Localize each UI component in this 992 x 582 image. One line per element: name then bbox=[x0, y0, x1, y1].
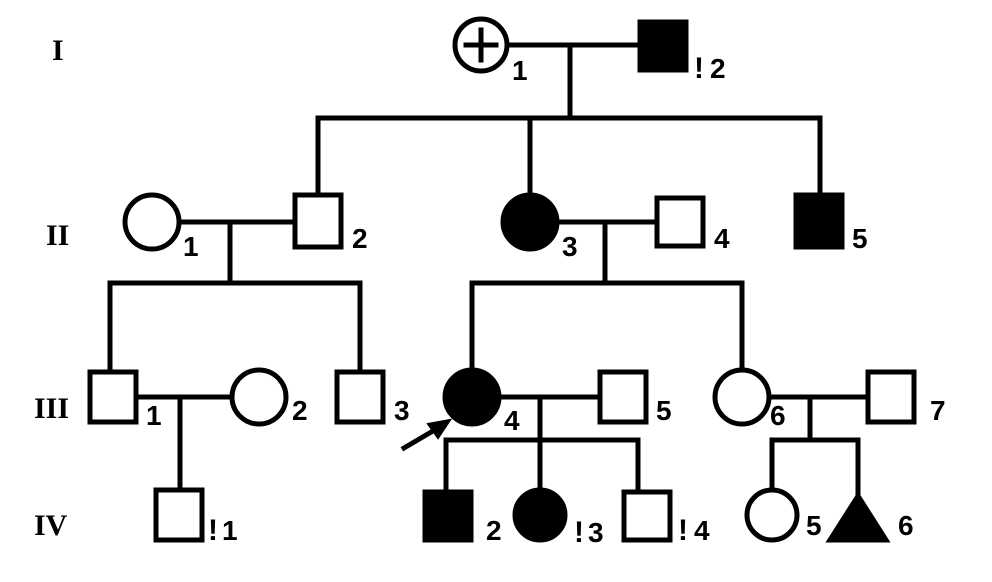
individual-label: 3 bbox=[588, 517, 604, 548]
generation-label-II: II bbox=[46, 219, 69, 252]
female-affected-symbol bbox=[442, 367, 502, 427]
individual-IV2: 2 bbox=[422, 489, 502, 546]
examined-mark: ! bbox=[694, 52, 704, 85]
male-symbol bbox=[87, 369, 139, 425]
male-symbol bbox=[597, 369, 649, 425]
individual-label: 5 bbox=[806, 510, 822, 541]
individual-label: 5 bbox=[656, 395, 672, 426]
individual-II5: 5 bbox=[793, 192, 868, 254]
individual-III6: 6 bbox=[712, 367, 786, 431]
individual-IV5: 5 bbox=[744, 487, 822, 543]
individual-II3: 3 bbox=[500, 192, 578, 262]
individual-III3: 3 bbox=[334, 369, 410, 426]
individual-II1: 1 bbox=[122, 192, 199, 262]
individual-III1: 1 bbox=[87, 369, 162, 431]
female-symbol bbox=[229, 367, 289, 427]
individual-III5: 5 bbox=[597, 369, 672, 426]
male-symbol bbox=[292, 192, 344, 250]
individual-label: 3 bbox=[394, 395, 410, 426]
individual-III7: 7 bbox=[865, 369, 946, 426]
male-affected-symbol bbox=[422, 489, 474, 543]
individual-I2: ! 2 bbox=[637, 19, 726, 85]
male-symbol bbox=[153, 487, 205, 543]
male-symbol bbox=[865, 369, 917, 425]
individual-label: 2 bbox=[352, 223, 368, 254]
individual-label: 6 bbox=[770, 400, 786, 431]
examined-mark: ! bbox=[678, 514, 688, 547]
examined-mark: ! bbox=[208, 514, 218, 547]
generation-label-IV: IV bbox=[34, 509, 68, 542]
female-affected-symbol bbox=[500, 192, 560, 252]
individual-label: 1 bbox=[183, 231, 199, 262]
individual-label: 3 bbox=[562, 231, 578, 262]
individual-label: 6 bbox=[898, 510, 914, 541]
individual-label: 1 bbox=[222, 515, 238, 546]
unknown-sex-affected-symbol bbox=[825, 491, 891, 543]
individual-label: 1 bbox=[512, 55, 528, 86]
generation-label-I: I bbox=[52, 34, 64, 67]
individual-IV3: ! 3 bbox=[512, 487, 604, 549]
proband-arrow-icon bbox=[426, 418, 453, 440]
individual-label: 2 bbox=[292, 395, 308, 426]
male-symbol bbox=[654, 195, 706, 249]
individual-I1: 1 bbox=[452, 16, 528, 86]
individual-label: 2 bbox=[486, 515, 502, 546]
individual-IV4: ! 4 bbox=[621, 489, 710, 547]
individual-label: 4 bbox=[694, 515, 710, 546]
male-affected-symbol bbox=[793, 192, 845, 250]
female-symbol bbox=[122, 192, 182, 252]
individual-label: 4 bbox=[504, 405, 520, 436]
examined-mark: ! bbox=[574, 516, 584, 549]
individual-IV6: 6 bbox=[825, 491, 914, 543]
individual-label: 7 bbox=[930, 395, 946, 426]
female-symbol bbox=[744, 487, 800, 543]
female-symbol bbox=[712, 367, 772, 427]
male-symbol bbox=[334, 369, 386, 425]
individual-III2: 2 bbox=[229, 367, 308, 427]
individual-III4: 4 bbox=[400, 367, 520, 452]
individual-label: 4 bbox=[714, 223, 730, 254]
individual-label: 2 bbox=[710, 53, 726, 84]
male-affected-symbol bbox=[637, 19, 689, 73]
individual-IV1: ! 1 bbox=[153, 487, 238, 547]
female-affected-symbol bbox=[512, 487, 568, 543]
male-symbol bbox=[621, 489, 673, 543]
individual-label: 1 bbox=[146, 400, 162, 431]
generation-label-III: III bbox=[34, 392, 69, 425]
individual-label: 5 bbox=[852, 223, 868, 254]
individual-II2: 2 bbox=[292, 192, 368, 254]
individual-II4: 4 bbox=[654, 195, 730, 254]
